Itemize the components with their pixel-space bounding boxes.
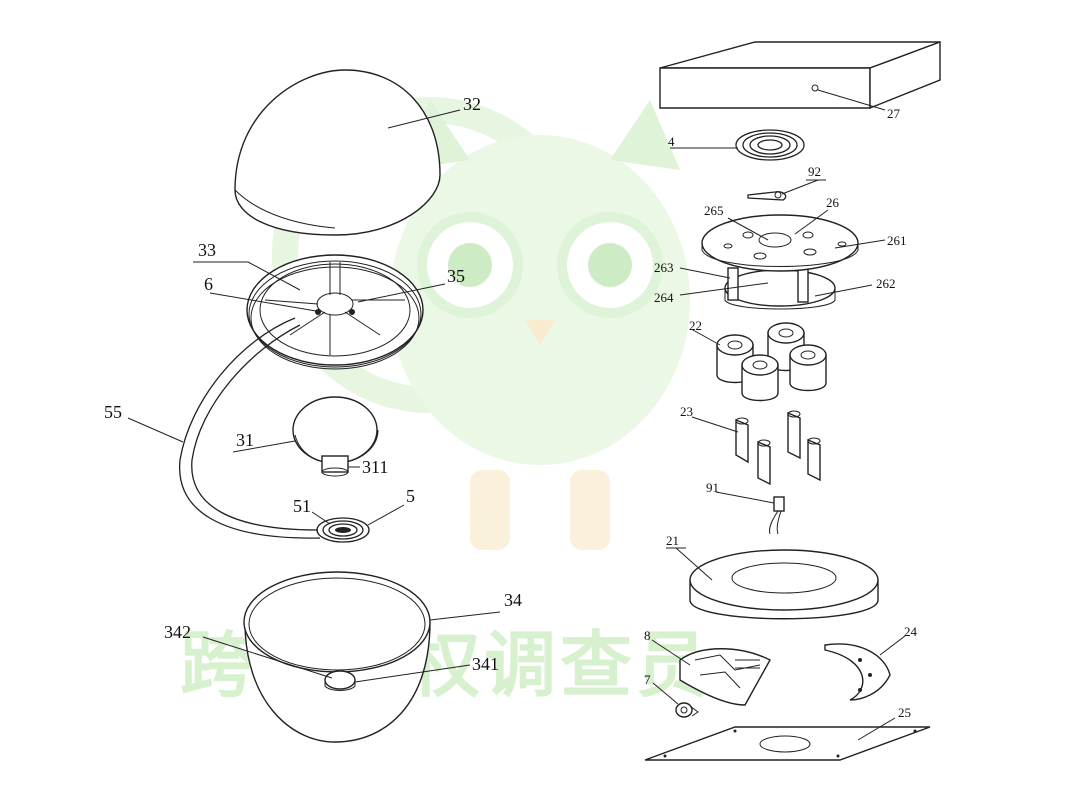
part-26-frame	[701, 214, 859, 310]
leader-8	[651, 639, 691, 666]
label-5: 5	[406, 486, 415, 506]
label-55: 55	[104, 402, 122, 422]
label-341: 341	[472, 654, 499, 674]
leader-91	[715, 491, 775, 504]
label-51: 51	[293, 496, 311, 516]
part-32-top-dome	[234, 69, 441, 236]
leader-27	[817, 89, 886, 111]
part-7-screw	[675, 702, 699, 718]
part-34-bottom-bowl	[243, 571, 431, 743]
label-91: 91	[706, 480, 719, 495]
label-263: 263	[654, 260, 674, 275]
label-92: 92	[808, 164, 821, 179]
label-31: 31	[236, 430, 254, 450]
part-25-base-plate	[644, 726, 931, 761]
label-265: 265	[704, 203, 724, 218]
leader-32	[387, 109, 461, 129]
leader-22	[692, 329, 721, 346]
label-27: 27	[887, 106, 901, 121]
label-8: 8	[644, 628, 651, 643]
part-8-pcb	[679, 648, 771, 706]
leader-51	[311, 511, 331, 525]
leader-25	[857, 717, 896, 741]
part-51-coil	[316, 517, 370, 543]
leader-55	[127, 417, 184, 443]
label-264: 264	[654, 290, 674, 305]
leader-261	[834, 239, 886, 249]
part-21-ring	[689, 549, 879, 620]
leader-265	[727, 217, 769, 241]
label-342: 342	[164, 622, 191, 642]
leader-26	[794, 209, 829, 235]
leader-6	[209, 292, 317, 312]
part-24-arc-board	[824, 643, 891, 701]
leader-24	[879, 635, 906, 656]
leader-262	[814, 284, 873, 297]
label-4: 4	[668, 134, 675, 149]
leader-92	[781, 179, 819, 195]
label-21: 21	[666, 533, 679, 548]
label-311: 311	[362, 457, 388, 477]
leader-21	[675, 547, 713, 581]
part-27-box	[659, 40, 941, 110]
label-7: 7	[644, 672, 651, 687]
label-22: 22	[689, 318, 702, 333]
part-4-coil	[735, 129, 805, 161]
leader-35	[357, 283, 446, 303]
label-32: 32	[463, 94, 481, 114]
label-33: 33	[198, 240, 216, 260]
part-91-connector	[769, 496, 785, 535]
label-26: 26	[826, 195, 840, 210]
label-35: 35	[447, 266, 465, 286]
label-24: 24	[904, 624, 918, 639]
leader-264	[679, 282, 769, 296]
part-23-clips	[735, 410, 821, 486]
leader-31	[232, 440, 296, 453]
owl-watermark-logo	[272, 97, 690, 550]
leader-5	[367, 504, 405, 526]
leader-342	[202, 636, 333, 679]
leader-23	[691, 416, 739, 433]
label-262: 262	[876, 276, 896, 291]
part-31-knob	[292, 396, 379, 477]
part-92-clip	[747, 190, 787, 201]
leader-263	[679, 267, 731, 279]
label-261: 261	[887, 233, 907, 248]
leader-34	[429, 611, 501, 621]
leader-341	[354, 664, 471, 683]
part-22-cylinders	[716, 322, 827, 402]
leader-7	[652, 682, 679, 705]
label-23: 23	[680, 404, 693, 419]
label-6: 6	[204, 274, 213, 294]
label-34: 34	[504, 590, 522, 610]
leader-33	[247, 261, 301, 291]
part-33-spoked-ring	[246, 254, 424, 370]
part-55-cable	[179, 317, 321, 539]
label-25: 25	[898, 705, 911, 720]
